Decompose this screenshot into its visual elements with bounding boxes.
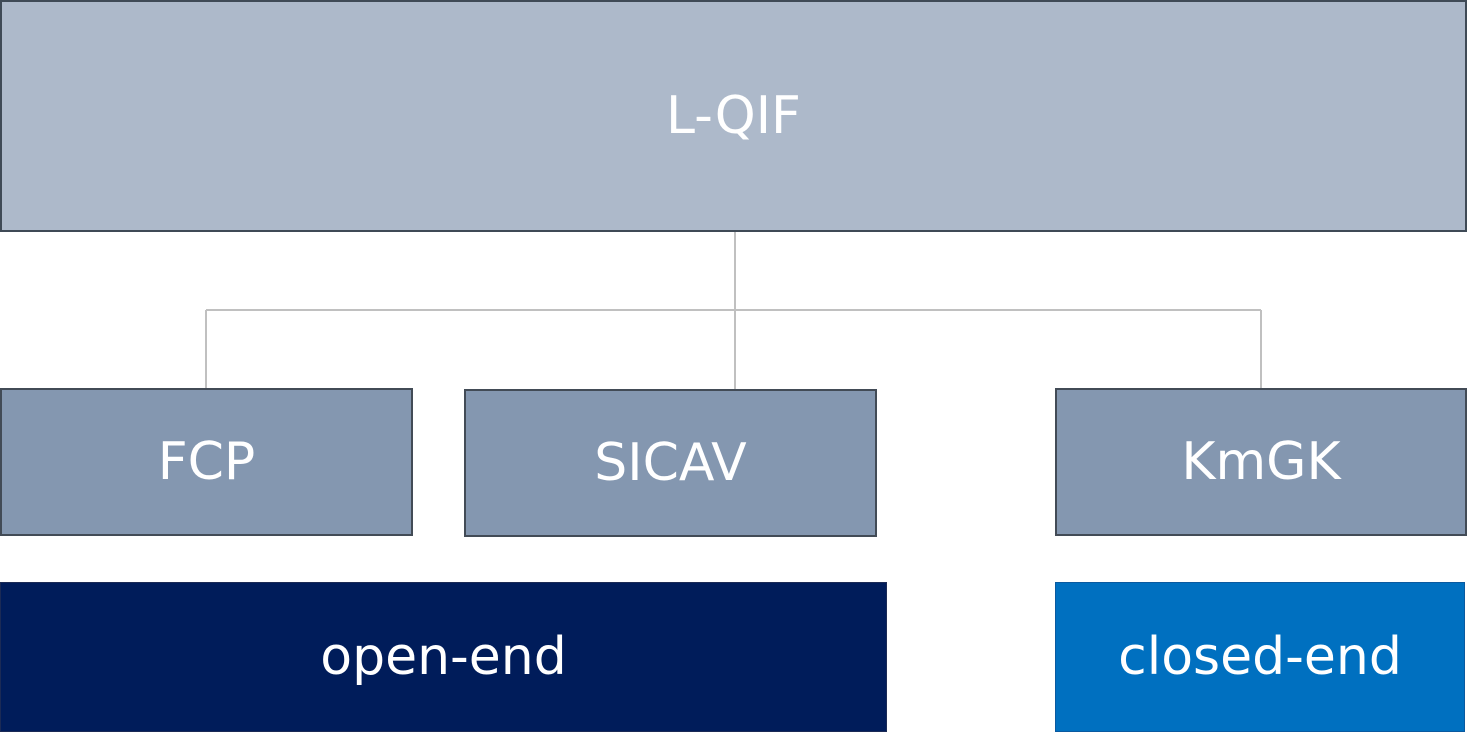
child-node-label: KmGK	[1181, 432, 1341, 492]
root-node-l-qif: L-QIF	[0, 0, 1467, 232]
child-node-sicav: SICAV	[464, 389, 877, 537]
category-label: open-end	[320, 627, 567, 687]
child-node-label: FCP	[157, 432, 256, 492]
category-open-end: open-end	[0, 582, 887, 732]
root-node-label: L-QIF	[666, 86, 801, 146]
category-label: closed-end	[1118, 627, 1402, 687]
child-node-kmgk: KmGK	[1055, 388, 1467, 536]
category-closed-end: closed-end	[1055, 582, 1465, 732]
child-node-fcp: FCP	[0, 388, 413, 536]
child-node-label: SICAV	[594, 433, 747, 493]
